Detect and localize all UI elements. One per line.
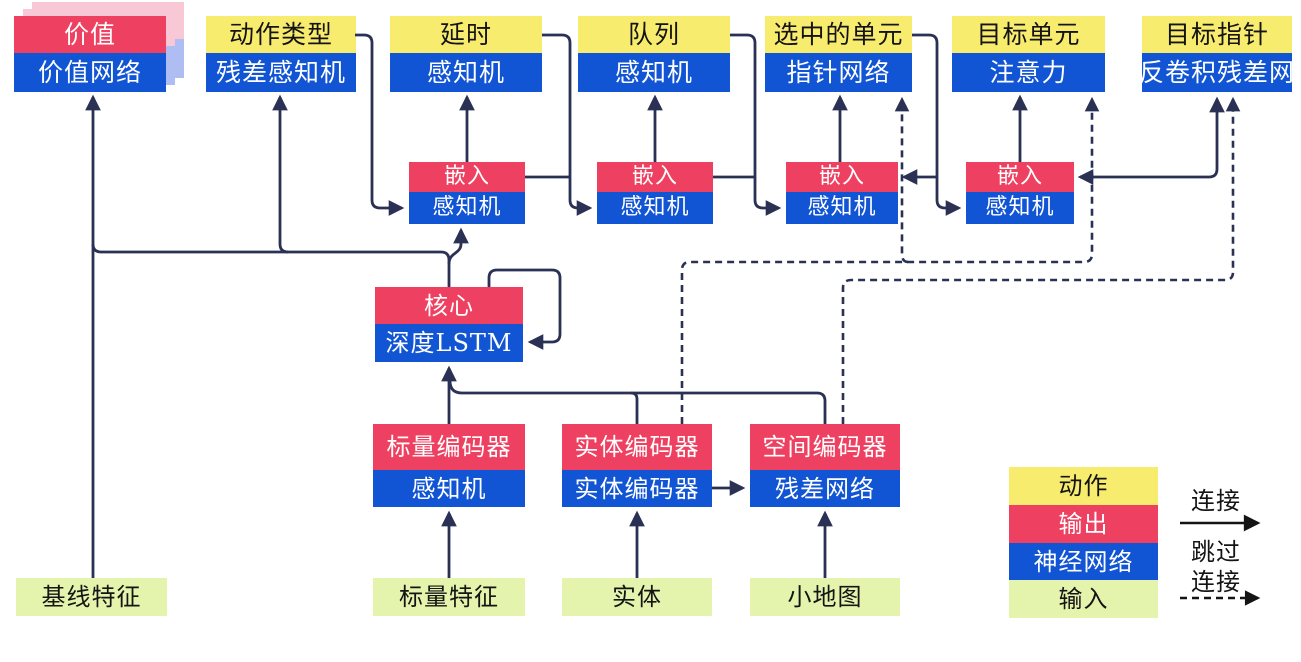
embedding-1-output-band: 嵌入 (409, 162, 525, 192)
embedding-3-output-band: 嵌入 (786, 162, 898, 192)
wire-embed4-to-deconv (1077, 96, 1225, 185)
target-unit-network-band: 注意力 (952, 53, 1105, 92)
core-network-band: 深度LSTM (375, 324, 523, 362)
wire-lstm-self-loop (487, 268, 562, 350)
spatial-encoder-output-band: 空间编码器 (750, 424, 900, 470)
delay-action-band: 延时 (390, 16, 542, 53)
wire-core-to-embed1 (447, 227, 469, 265)
embedding-3-network-band: 感知机 (786, 192, 898, 224)
legend-skip-label-line2: 连接 (1191, 568, 1241, 596)
legend-network-band: 神经网络 (1009, 543, 1158, 580)
legend-solid-label: 连接 (1191, 487, 1241, 515)
legend-output-band: 输出 (1009, 505, 1158, 543)
entity-encoder-output-band: 实体编码器 (562, 424, 712, 470)
embedding-1-network-band: 感知机 (409, 192, 525, 224)
wire-core-to-actiontype (272, 94, 289, 254)
scalar-encoder-network-band: 感知机 (373, 470, 525, 507)
value-network-band: 价值网络 (14, 53, 166, 92)
target-point-network-band: 反卷积残差网 (1139, 53, 1294, 92)
target-unit-action-band: 目标单元 (952, 16, 1105, 53)
wire-actiontype-to-embed1 (355, 33, 405, 216)
skip-entity-to-attention (680, 96, 1100, 424)
wire-core-distribute-left (91, 243, 451, 287)
spatial-encoder-network-band: 残差网络 (750, 470, 900, 507)
queue-network-band: 感知机 (578, 53, 730, 92)
target-point-action-band: 目标指针 (1142, 16, 1292, 53)
embedding-4-network-band: 感知机 (966, 192, 1074, 224)
delay-network-band: 感知机 (390, 53, 542, 92)
embedding-2-output-band: 嵌入 (597, 162, 713, 192)
action-type-action-band: 动作类型 (206, 16, 356, 53)
action-type-network-band: 残差感知机 (206, 53, 356, 92)
legend-skip-label-line1: 跳过 (1191, 538, 1241, 566)
entity-encoder-network-band: 实体编码器 (562, 470, 712, 507)
wire-entity-merge (630, 391, 639, 424)
legend-action-band: 动作 (1009, 467, 1158, 505)
wire-selected-to-embed4 (912, 33, 962, 216)
embedding-2-network-band: 感知机 (597, 192, 713, 224)
skip-spatial-to-deconv (841, 96, 1241, 424)
input-entities: 实体 (562, 578, 712, 616)
skip-entity-to-pointer (894, 96, 910, 264)
wire-queue-to-embed3 (730, 33, 782, 216)
embedding-4-output-band: 嵌入 (966, 162, 1074, 192)
scalar-encoder-output-band: 标量编码器 (373, 424, 525, 470)
input-baseline-features: 基线特征 (16, 578, 167, 616)
queue-action-band: 队列 (578, 16, 730, 53)
selected-units-network-band: 指针网络 (765, 53, 912, 92)
selected-units-action-band: 选中的单元 (765, 16, 912, 53)
wire-delay-to-embed2 (542, 33, 593, 216)
wire-spatial-merge (448, 378, 827, 424)
input-scalar-features: 标量特征 (373, 578, 525, 616)
core-output-band: 核心 (375, 287, 523, 324)
value-output-band: 价值 (14, 16, 166, 53)
legend-input-band: 输入 (1009, 580, 1158, 618)
input-minimap: 小地图 (750, 578, 900, 616)
